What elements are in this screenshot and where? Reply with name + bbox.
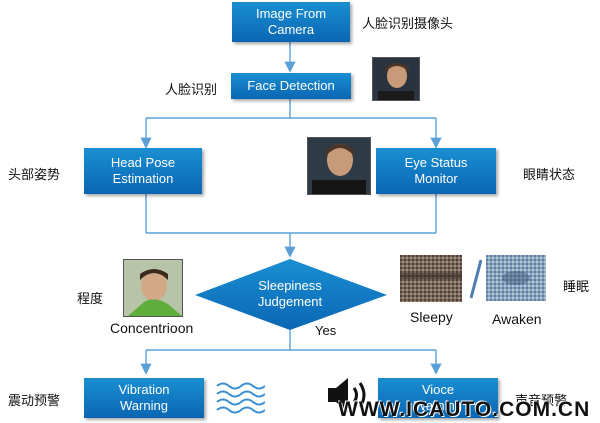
watermark: WWW.ICAUTO.COM.CN: [338, 398, 600, 423]
sleeping-driver-photo: [123, 259, 183, 317]
label-yes: Yes: [315, 323, 337, 338]
box-image-from-camera: Image From Camera: [232, 2, 350, 42]
box-head-pose-estimation: Head Pose Estimation: [84, 148, 202, 194]
box-head-pose-label: Head Pose Estimation: [110, 155, 176, 186]
cn-label-sleep: 睡眠: [563, 280, 590, 295]
box-voice-label: Vioce Warning: [414, 382, 462, 413]
box-vibration-warning: Vibration Warning: [84, 378, 204, 418]
cn-label-eye: 眼睛状态: [523, 168, 576, 183]
box-image-from-camera-label: Image From Camera: [255, 6, 327, 37]
label-concentration: Concentrioon: [110, 320, 194, 336]
box-eye-status-monitor: Eye Status Monitor: [376, 148, 496, 194]
cn-label-camera: 人脸识别摄像头: [362, 17, 454, 32]
cn-label-vibration: 震动预警: [8, 394, 61, 409]
cn-label-voice: 声音预警: [515, 394, 568, 409]
cn-label-face: 人脸识别: [165, 83, 218, 98]
cn-label-degree: 程度: [77, 292, 104, 307]
box-vibration-label: Vibration Warning: [118, 382, 170, 413]
awaken-eye-image: [486, 255, 546, 301]
label-sleepy: Sleepy: [410, 309, 453, 325]
vibration-waves-icon: [216, 382, 265, 414]
sleepiness-judgement-label: Sleepiness Judgement: [257, 278, 323, 309]
box-face-detection-label: Face Detection: [247, 78, 335, 93]
separator-slash: [470, 259, 482, 299]
sleepiness-diamond-shape: [195, 259, 387, 330]
driver-photo-face-detection: [372, 57, 420, 101]
driver-photo-eye-status: [307, 137, 371, 195]
watermark-text: WWW.ICAUTO.COM.CN: [338, 398, 591, 421]
sleepy-eye-image: [400, 255, 462, 302]
box-voice-warning: Vioce Warning: [378, 378, 498, 418]
speaker-icon: [328, 378, 366, 412]
box-eye-status-label: Eye Status Monitor: [404, 155, 468, 186]
label-awaken: Awaken: [492, 311, 542, 327]
box-face-detection: Face Detection: [231, 73, 351, 99]
cn-label-head: 头部姿势: [8, 168, 61, 183]
